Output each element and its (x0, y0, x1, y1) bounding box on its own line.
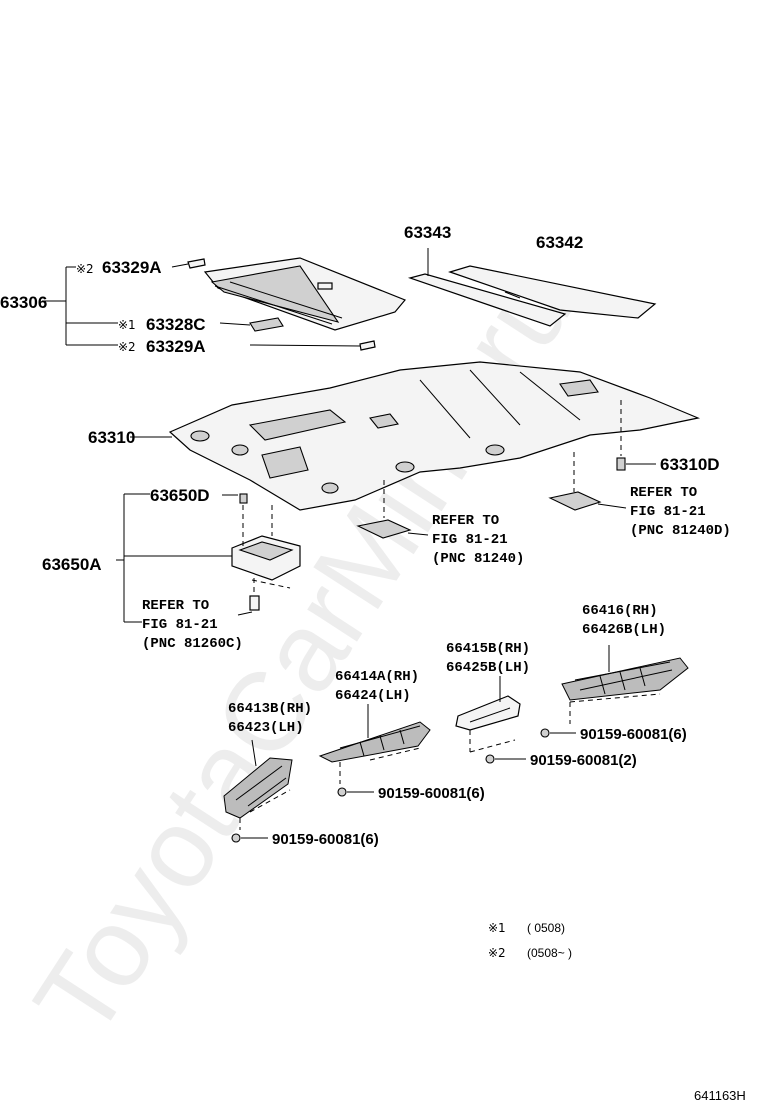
label-66413b: 66413B(RH) (228, 701, 312, 717)
console-63650a (231, 493, 301, 611)
sunshade-assembly (187, 257, 406, 351)
label-63329a-top: 63329A (102, 258, 162, 277)
label-66424: 66424(LH) (335, 688, 411, 704)
diagram-code: 641163H (694, 1088, 746, 1103)
callout-lines-63306 (42, 263, 361, 347)
bolt-label-2: 90159-60081(2) (530, 752, 637, 769)
ref-81240-line3: (PNC 81240) (432, 551, 524, 567)
label-63310d: 63310D (660, 455, 720, 474)
rail-66416 (540, 645, 689, 738)
ref-81260c-line2: FIG 81-21 (142, 617, 218, 633)
label-63329a-bottom: 63329A (146, 337, 206, 356)
ref-81240-line1: REFER TO (432, 513, 499, 529)
part-63343 (407, 248, 567, 327)
ref-81240d-line2: FIG 81-21 (630, 504, 706, 520)
legend-mark-1: ※1 (488, 921, 506, 935)
label-63306: 63306 (0, 293, 47, 312)
label-66426b: 66426B(LH) (582, 622, 666, 638)
label-63310: 63310 (88, 428, 135, 447)
label-63328c: 63328C (146, 315, 206, 334)
pillar-66413b (223, 739, 293, 843)
clip-63310d (616, 400, 656, 471)
label-63342: 63342 (536, 233, 583, 252)
bolt-label-4: 90159-60081(6) (272, 831, 379, 848)
handle-66415b (455, 676, 526, 764)
bolt-label-3: 90159-60081(6) (378, 785, 485, 802)
bolt-label-1: 90159-60081(6) (580, 726, 687, 743)
label-66415b: 66415B(RH) (446, 641, 530, 657)
legend-text-2: (0508~ ) (527, 946, 572, 960)
ref-81240d-line3: (PNC 81240D) (630, 523, 731, 539)
ref-81240-line2: FIG 81-21 (432, 532, 508, 548)
legend-text-1: ( 0508) (527, 921, 565, 935)
label-63650a: 63650A (42, 555, 102, 574)
label-63343: 63343 (404, 223, 451, 242)
label-66414a: 66414A(RH) (335, 669, 419, 685)
legend-mark-2: ※2 (488, 946, 506, 960)
label-63650d: 63650D (150, 486, 210, 505)
rail-66414a (318, 704, 431, 797)
label-66416: 66416(RH) (582, 603, 658, 619)
callout-lines-63650 (116, 493, 253, 623)
note-mark-2-top: ※2 (76, 262, 94, 276)
part-63342 (448, 265, 657, 319)
label-66423: 66423(LH) (228, 720, 304, 736)
label-66425b: 66425B(LH) (446, 660, 530, 676)
lamp-81240 (356, 480, 429, 539)
ref-81260c-line3: (PNC 81260C) (142, 636, 243, 652)
ref-81240d-line1: REFER TO (630, 485, 697, 501)
lamp-81240d (548, 452, 627, 511)
ref-81260c-line1: REFER TO (142, 598, 209, 614)
note-mark-2-bottom: ※2 (118, 340, 136, 354)
note-mark-1: ※1 (118, 318, 136, 332)
headliner-63310 (130, 361, 701, 511)
